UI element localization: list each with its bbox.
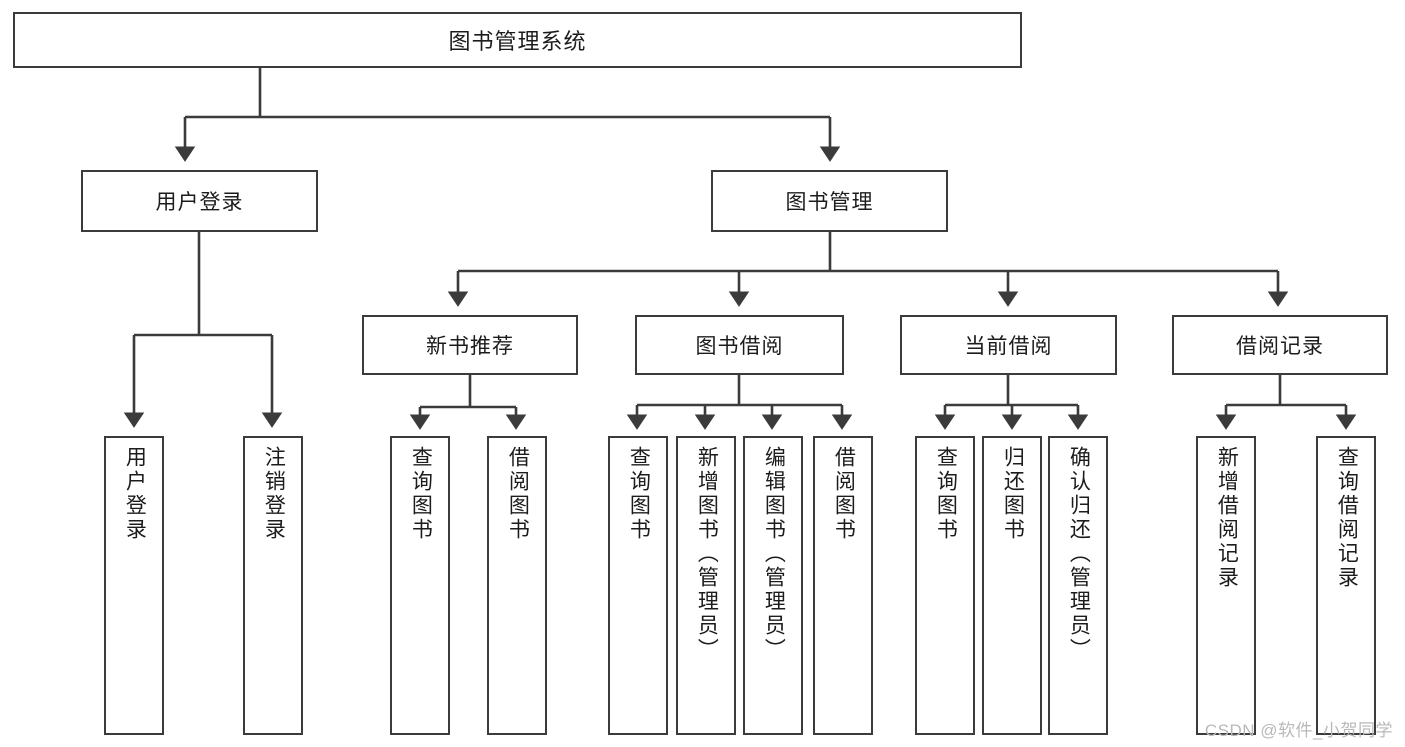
node-label: 用户登录 (155, 191, 244, 214)
leaf-current-confirm-return-admin[interactable]: 确认归还（管理员） (1048, 436, 1108, 735)
leaf-borrow-query-book[interactable]: 查询图书 (608, 436, 668, 735)
leaf-borrow-edit-book-admin[interactable]: 编辑图书（管理员） (743, 436, 803, 735)
node-label: 图书借阅 (695, 335, 784, 358)
node-label: 新增图书（管理员） (695, 446, 719, 662)
leaf-borrow-add-book-admin[interactable]: 新增图书（管理员） (676, 436, 736, 735)
node-label: 归还图书 (1001, 446, 1025, 542)
leaf-user-logout[interactable]: 注销登录 (243, 436, 303, 735)
node-book-management[interactable]: 图书管理 (711, 170, 948, 232)
node-label: 查询借阅记录 (1335, 446, 1359, 590)
node-label: 新书推荐 (426, 335, 514, 358)
leaf-record-add-borrow-record[interactable]: 新增借阅记录 (1196, 436, 1256, 735)
node-label: 图书管理系统 (448, 29, 587, 54)
node-label: 借阅图书 (506, 446, 530, 542)
node-label: 当前借阅 (964, 335, 1053, 358)
leaf-current-query-book[interactable]: 查询图书 (915, 436, 975, 735)
node-label: 查询图书 (934, 446, 958, 542)
node-label: 用户登录 (123, 446, 147, 542)
node-user-login[interactable]: 用户登录 (81, 170, 318, 232)
node-borrow-record[interactable]: 借阅记录 (1172, 315, 1388, 375)
node-root-system[interactable]: 图书管理系统 (13, 12, 1022, 68)
node-current-borrow[interactable]: 当前借阅 (900, 315, 1117, 375)
node-book-borrow[interactable]: 图书借阅 (635, 315, 844, 375)
node-label: 图书管理 (785, 191, 874, 214)
node-label: 借阅图书 (832, 446, 856, 542)
node-label: 借阅记录 (1236, 335, 1324, 358)
leaf-borrow-borrow-book[interactable]: 借阅图书 (813, 436, 873, 735)
leaf-recommend-borrow-book[interactable]: 借阅图书 (487, 436, 547, 735)
leaf-recommend-query-book[interactable]: 查询图书 (390, 436, 450, 735)
node-label: 确认归还（管理员） (1067, 446, 1091, 662)
node-label: 查询图书 (627, 446, 651, 542)
node-new-book-recommend[interactable]: 新书推荐 (362, 315, 578, 375)
leaf-current-return-book[interactable]: 归还图书 (982, 436, 1042, 735)
leaf-user-login[interactable]: 用户登录 (104, 436, 164, 735)
node-label: 查询图书 (409, 446, 433, 542)
leaf-record-query-borrow-record[interactable]: 查询借阅记录 (1316, 436, 1376, 735)
node-label: 注销登录 (262, 446, 286, 542)
node-label: 编辑图书（管理员） (762, 446, 786, 662)
node-label: 新增借阅记录 (1215, 446, 1239, 590)
